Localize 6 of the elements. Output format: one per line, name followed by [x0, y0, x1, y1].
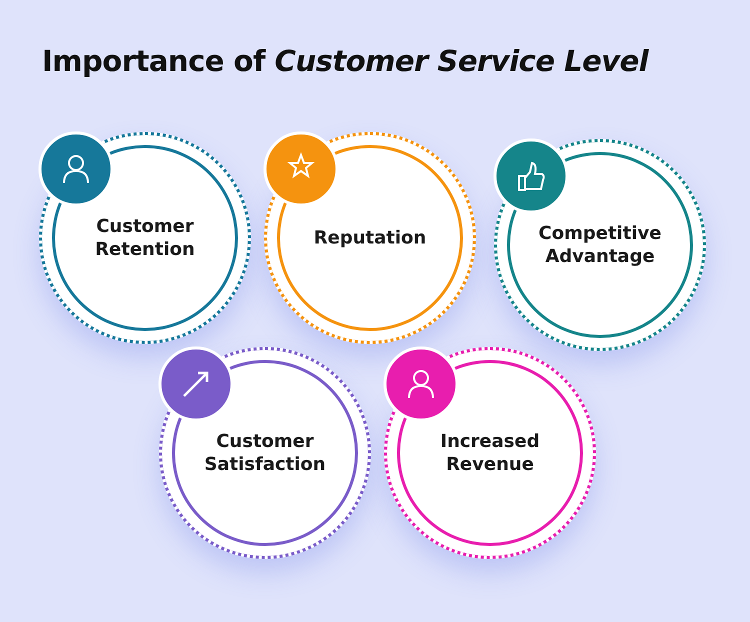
- node-label: Reputation: [312, 226, 428, 250]
- node-label: Competitive Advantage: [538, 222, 662, 268]
- title: Importance of Customer Service Level: [42, 44, 648, 78]
- node-label: Increased Revenue: [439, 430, 541, 476]
- node-label: Customer Retention: [94, 215, 196, 261]
- node-label: Customer Satisfaction: [203, 430, 327, 476]
